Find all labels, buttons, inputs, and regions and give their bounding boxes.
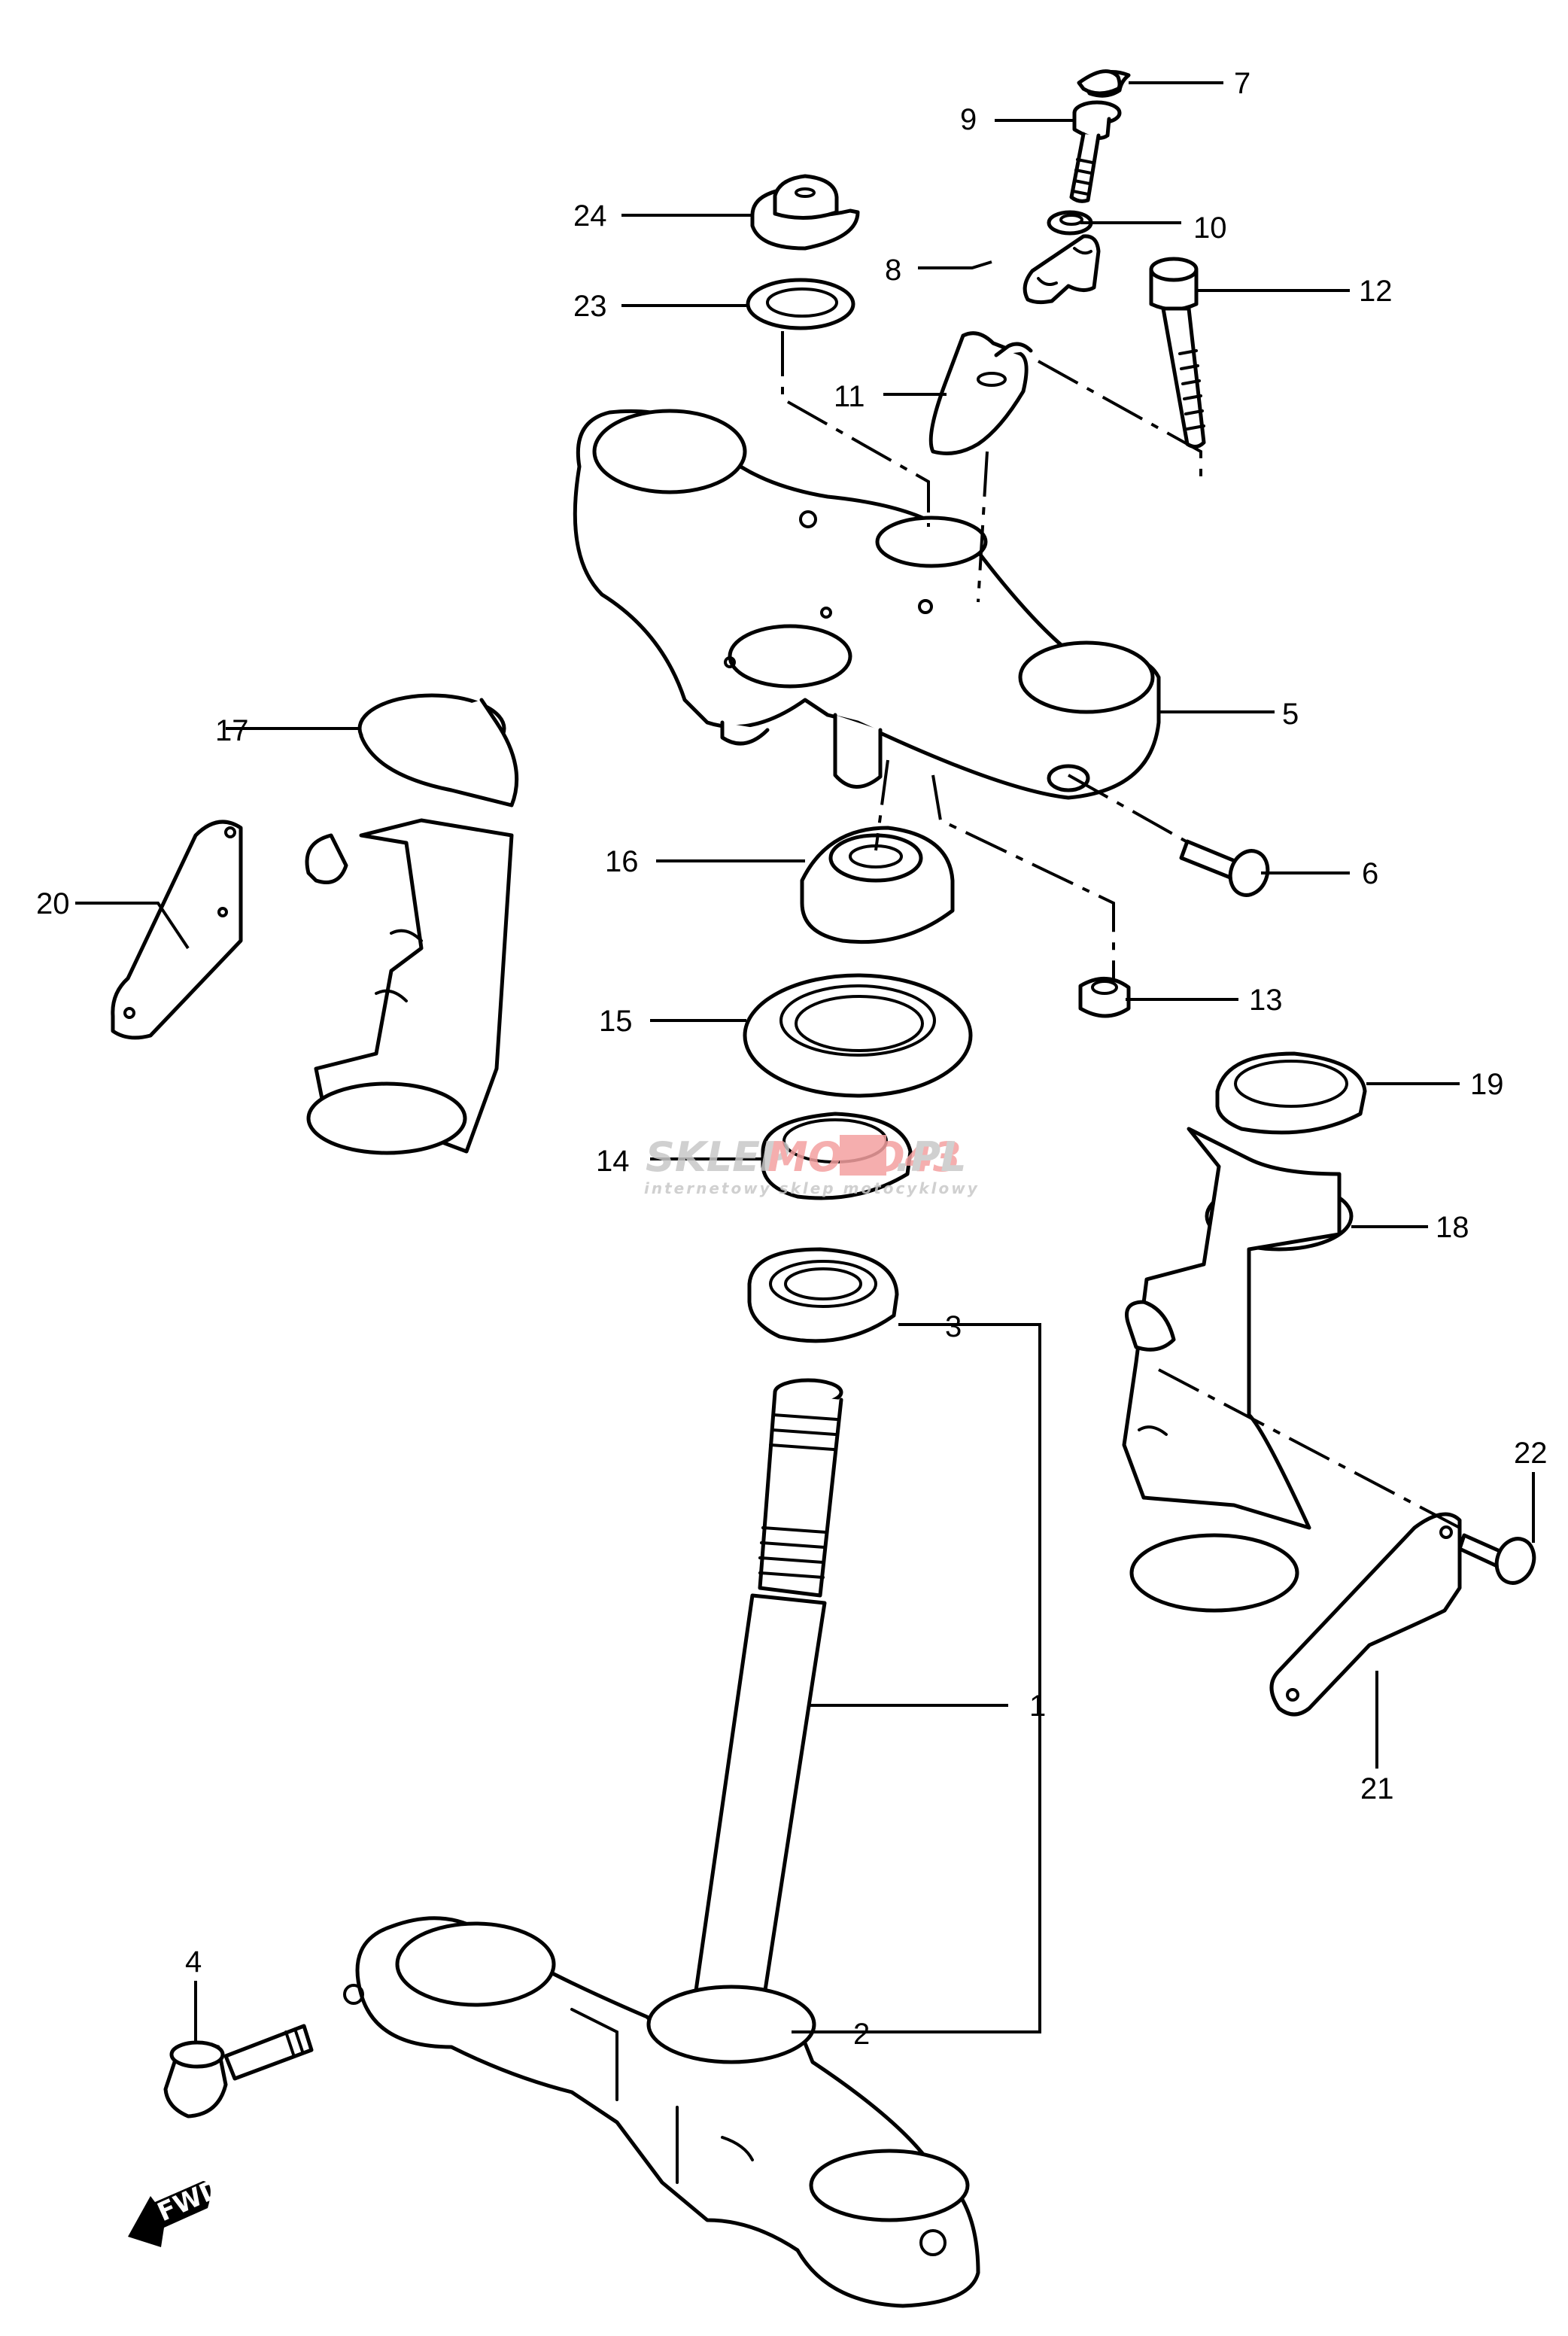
part-15-dust-seal[interactable]	[743, 973, 973, 1098]
part-19-seal[interactable]	[1215, 1051, 1367, 1135]
callout-22[interactable]: 22	[1514, 1437, 1548, 1470]
part-7-cap[interactable]	[1077, 69, 1131, 98]
watermark-brand-red: MOTO43	[767, 1133, 962, 1181]
watermark-brand-gray: SKLEP	[646, 1133, 790, 1181]
callout-1[interactable]: 1	[1029, 1690, 1046, 1723]
watermark: SKLEP MOTO43 .PL internetowy sklep motoc…	[644, 1133, 980, 1197]
fwd-label: FWD	[153, 2173, 226, 2228]
callout-16[interactable]: 16	[605, 845, 639, 878]
callout-10[interactable]: 10	[1193, 211, 1227, 245]
callout-12[interactable]: 12	[1359, 275, 1393, 308]
watermark-red-box	[840, 1135, 886, 1176]
part-21-plate[interactable]	[1269, 1512, 1462, 1717]
callout-20[interactable]: 20	[36, 887, 70, 920]
callout-18[interactable]: 18	[1436, 1211, 1469, 1244]
callout-6[interactable]: 6	[1362, 857, 1378, 890]
part-13-nut[interactable]	[1078, 977, 1131, 1018]
callout-3[interactable]: 3	[945, 1310, 962, 1343]
watermark-tagline: internetowy sklep motocyklowy	[644, 1179, 980, 1197]
part-11-bracket[interactable]	[928, 331, 1033, 455]
watermark-brand-suffix: .PL	[895, 1133, 967, 1181]
callout-14[interactable]: 14	[596, 1145, 630, 1178]
part-24-rubber-cap[interactable]	[750, 174, 860, 251]
part-8-clamp[interactable]	[1023, 234, 1101, 305]
callout-4[interactable]: 4	[185, 1945, 202, 1979]
part-5-upper-bracket[interactable]	[573, 409, 1161, 800]
leader-lines	[75, 81, 1535, 2044]
callout-labels: 7 9 10 8 12 24 23 11 5 6 13 16 15 14 3 1…	[36, 67, 1548, 2051]
part-3-bearing[interactable]	[747, 1247, 899, 1343]
part-22-screw[interactable]	[1457, 1533, 1540, 1589]
part-1-steering-stem[interactable]	[690, 1378, 843, 2027]
part-23-washer[interactable]	[746, 278, 855, 330]
callout-24[interactable]: 24	[573, 199, 607, 233]
callout-19[interactable]: 19	[1470, 1068, 1504, 1101]
callout-2[interactable]: 2	[853, 2018, 870, 2051]
callout-9[interactable]: 9	[960, 103, 977, 136]
part-12-long-bolt[interactable]	[1149, 257, 1206, 449]
callout-15[interactable]: 15	[599, 1005, 633, 1038]
callout-23[interactable]: 23	[573, 290, 607, 323]
part-4-bolt[interactable]	[163, 2024, 314, 2119]
callout-13[interactable]: 13	[1249, 984, 1283, 1017]
part-9-bolt[interactable]	[1069, 100, 1122, 203]
callout-21[interactable]: 21	[1360, 1772, 1394, 1805]
part-6-bolt[interactable]	[1179, 839, 1274, 900]
callout-8[interactable]: 8	[885, 254, 901, 287]
callout-17[interactable]: 17	[215, 714, 249, 747]
callout-11[interactable]: 11	[834, 380, 865, 413]
part-2-lower-bracket[interactable]	[343, 1916, 980, 2308]
callout-7[interactable]: 7	[1234, 67, 1250, 100]
part-17-fork-bracket-left[interactable]	[305, 693, 519, 1155]
assembly-lines	[781, 331, 1460, 1529]
part-16-lock-nut[interactable]	[800, 826, 955, 944]
callout-5[interactable]: 5	[1282, 698, 1299, 731]
part-18-fork-bracket-right[interactable]	[1122, 1127, 1354, 1613]
fwd-direction-marker: FWD	[128, 2173, 226, 2247]
